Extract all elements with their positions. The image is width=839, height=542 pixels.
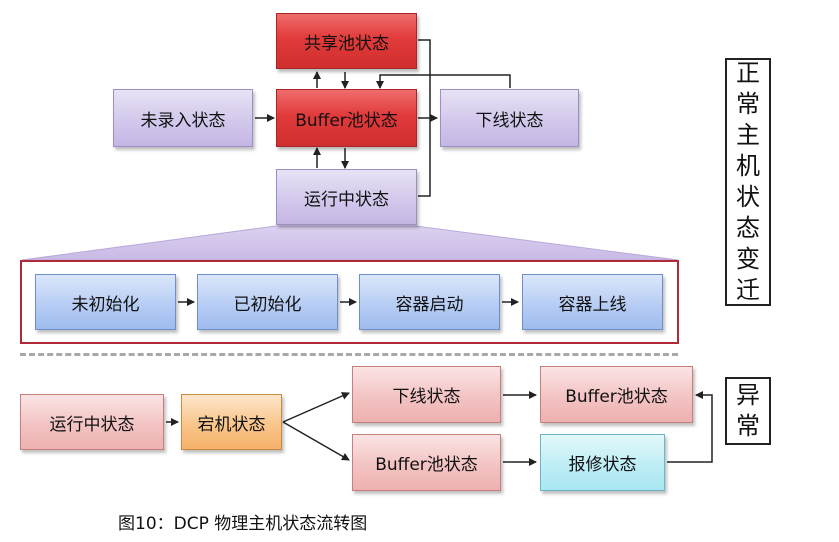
- stage-container-online: 容器上线: [522, 274, 663, 330]
- connector-shared-running: [418, 39, 431, 197]
- side-char: 常: [736, 90, 760, 118]
- side-char: 状: [736, 183, 760, 211]
- side-char: 机: [736, 152, 760, 180]
- normal-transition-label: 正 常 主 机 状 态 变 迁: [725, 58, 771, 306]
- side-char: 主: [736, 121, 760, 149]
- abn-running-state-box: 运行中状态: [20, 394, 164, 450]
- side-char: 变: [736, 245, 760, 273]
- arrow-offline-to-buffer: [376, 74, 511, 89]
- side-char: 常: [736, 412, 760, 440]
- abn-offline-state-box: 下线状态: [352, 366, 501, 423]
- stage-frame: [20, 260, 679, 344]
- running-state-box: 运行中状态: [276, 169, 417, 225]
- section-divider: [20, 353, 678, 356]
- side-char: 正: [736, 59, 760, 87]
- repair-state-box: 报修状态: [540, 434, 665, 491]
- crashed-state-box: 宕机状态: [181, 394, 282, 450]
- offline-state-box: 下线状态: [440, 89, 579, 147]
- stage-container-started: 容器启动: [359, 274, 500, 330]
- arrow-crashed-to-buffer: [282, 421, 350, 461]
- not-entered-state-box: 未录入状态: [113, 89, 253, 147]
- side-char: 态: [736, 214, 760, 242]
- buffer-pool-state-box: Buffer池状态: [276, 89, 417, 147]
- abn-buffer-pool-bottom-box: Buffer池状态: [352, 434, 501, 491]
- shared-pool-state-box: 共享池状态: [276, 13, 417, 69]
- side-char: 异: [736, 381, 760, 409]
- stage-initialized: 已初始化: [197, 274, 338, 330]
- stage-uninitialized: 未初始化: [35, 274, 176, 330]
- abn-buffer-pool-top-box: Buffer池状态: [540, 366, 693, 423]
- abnormal-label: 异 常: [725, 377, 771, 445]
- arrow-repair-to-buffer: [667, 391, 713, 463]
- figure-caption: 图10：DCP 物理主机状态流转图: [118, 514, 368, 534]
- arrow-crashed-to-offline: [282, 392, 350, 423]
- expansion-trapezoid: [21, 225, 679, 261]
- side-char: 迁: [736, 276, 760, 304]
